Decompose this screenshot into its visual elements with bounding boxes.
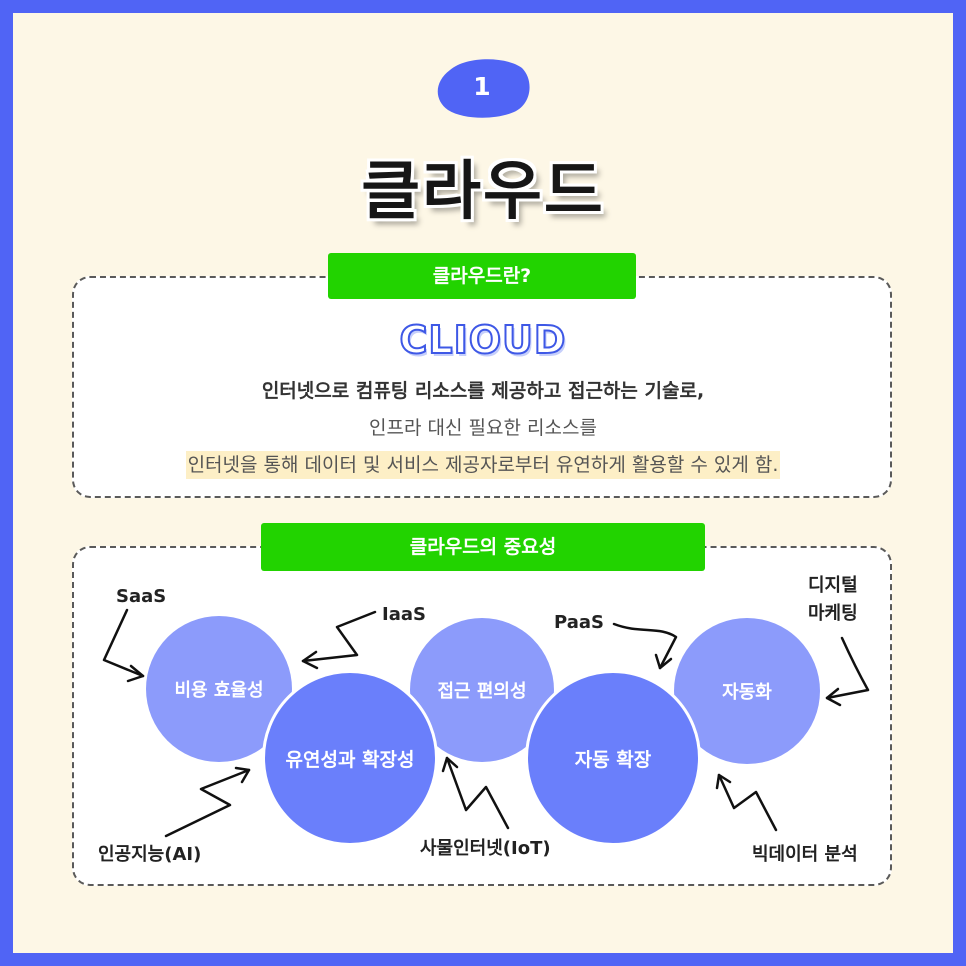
label-digital-marketing: 디지털 마케팅 [808,575,858,624]
arrow-saas-icon [102,608,145,683]
arrow-iaas-icon [301,610,377,670]
cloud-logo-text: CLIOUD [399,317,567,363]
definition-pill: 클라우드란? [328,253,636,299]
circle-auto-scaling: 자동 확장 [525,670,701,846]
circle-label: 자동 확장 [574,748,652,771]
label-bigdata: 빅데이터 분석 [752,844,858,865]
label-paas: PaaS [554,612,604,633]
importance-pill: 클라우드의 중요성 [261,523,705,571]
circle-flexibility-scalability: 유연성과 확장성 [262,670,438,846]
definition-line-3: 인터넷을 통해 데이터 및 서비스 제공자로부터 유연하게 활용할 수 있게 함… [0,450,966,479]
arrow-paas-icon [612,622,678,670]
circle-label: 자동화 [722,682,772,703]
arrow-iot-icon [441,756,510,830]
circle-automation: 자동화 [674,618,820,764]
circle-label: 비용 효율성 [174,680,264,701]
definition-line-1: 인터넷으로 컴퓨팅 리소스를 제공하고 접근하는 기술로, [261,380,705,402]
label-iaas: IaaS [382,604,426,625]
label-iot: 사물인터넷(IoT) [420,838,551,859]
badge-blob-icon [437,59,530,118]
arrow-marketing-icon [825,636,870,707]
badge-number: 1 [473,72,491,101]
circle-label: 유연성과 확장성 [285,748,415,771]
arrow-bigdata-icon [715,773,778,832]
label-saas: SaaS [116,586,167,607]
circle-label: 접근 편의성 [437,681,527,702]
definition-line-3-text: 인터넷을 통해 데이터 및 서비스 제공자로부터 유연하게 활용할 수 있게 함… [185,451,781,479]
arrow-ai-icon [164,766,251,838]
definition-line-2: 인프라 대신 필요한 리소스를 [369,417,597,439]
label-ai: 인공지능(AI) [98,844,202,865]
page-title: 클라우드 [361,155,605,229]
step-badge: 1 [436,58,532,120]
